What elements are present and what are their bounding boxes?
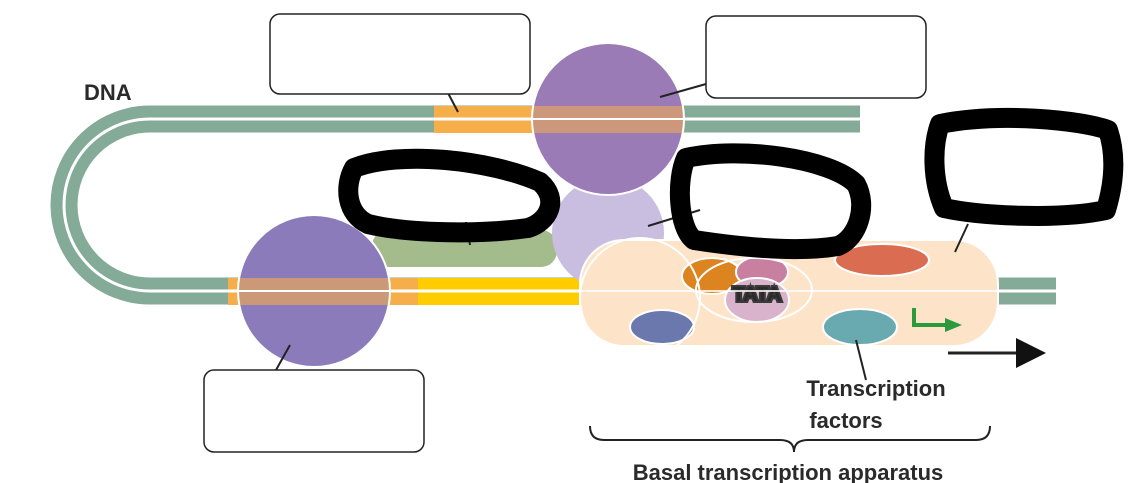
transcription-factors-label-line2: factors: [809, 408, 882, 433]
bent-arrow-icon: [912, 308, 948, 327]
dna-strand: [50, 105, 1056, 305]
tf-teal: [822, 308, 898, 346]
label-box-bottom-left[interactable]: [203, 369, 425, 453]
tf-blue: [629, 309, 695, 345]
label-box-top-right[interactable]: [705, 15, 927, 99]
basal-apparatus-label: Basal transcription apparatus: [633, 460, 944, 483]
scribble-middle: [669, 143, 872, 259]
transcription-factors-label-line1: Transcription: [806, 376, 945, 401]
tf-red: [834, 243, 930, 277]
tata-label: TATA: [733, 284, 782, 306]
marker-scribbles: [338, 107, 1124, 259]
scribble-right: [924, 107, 1124, 226]
scribble-left: [338, 148, 561, 243]
dna-label: DNA: [84, 80, 132, 105]
label-box-top-left[interactable]: [269, 13, 531, 95]
brace: [589, 425, 991, 453]
